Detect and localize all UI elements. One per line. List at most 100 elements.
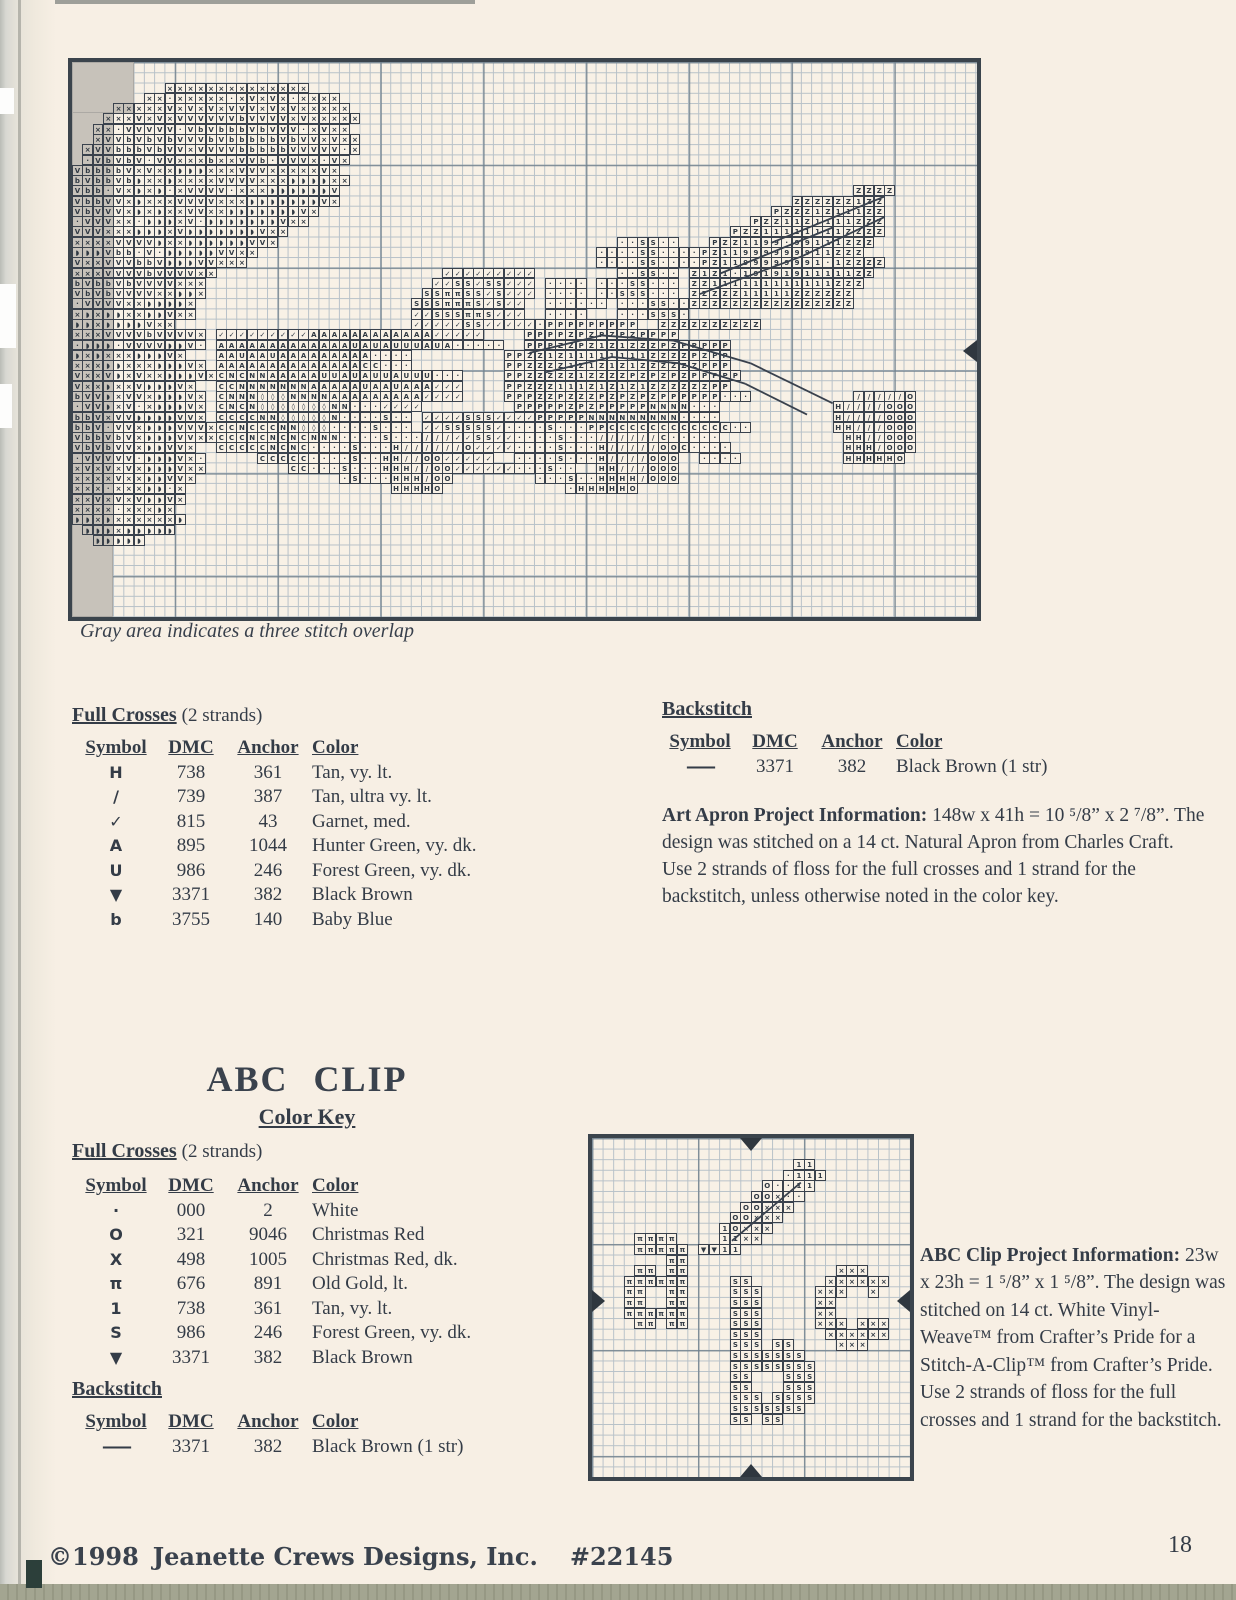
stitch-cell: ×: [143, 205, 155, 217]
stitch-cell: ·: [514, 442, 525, 454]
stitch-cell: Z: [822, 195, 834, 207]
stitch-cell: ◗: [267, 205, 279, 217]
stitch-cell: ·: [339, 442, 351, 454]
stitch-cell: Z: [822, 288, 834, 300]
stitch-cell: 1: [575, 349, 587, 361]
stitch-cell: ✓: [452, 452, 464, 464]
stitch-cell: H: [596, 442, 608, 454]
stitch-cell: ◗: [164, 390, 176, 402]
stitch-cell: ·: [133, 247, 145, 258]
apron-project-info-label: Art Apron Project Information:: [662, 804, 928, 826]
stitch-cell: ◊: [277, 390, 289, 402]
stitch-cell: V: [164, 473, 176, 485]
stitch-cell: Z: [524, 349, 536, 361]
stitch-cell: P: [709, 390, 721, 402]
stitch-cell: Z: [873, 257, 885, 269]
stitch-cell: ✓: [503, 432, 515, 443]
stitch-cell: ◗: [277, 185, 289, 197]
stitch-cell: ×: [92, 257, 104, 269]
stitch-cell: N: [267, 380, 279, 392]
stitch-cell: ·: [390, 421, 402, 433]
stitch-cell: Z: [688, 267, 700, 279]
stitch-cell: ✓: [431, 421, 443, 433]
stitch-cell: ·: [555, 421, 567, 433]
stitch-cell: P: [565, 411, 577, 423]
stitch-cell: ◗: [143, 421, 155, 433]
stitch-cell: ×: [329, 103, 340, 114]
stitch-cell: ×: [164, 205, 176, 217]
stitch-cell: 1: [812, 267, 824, 279]
stitch-cell: S: [772, 1403, 784, 1415]
stitch-cell: C: [236, 411, 248, 423]
stitch-cell: ×: [287, 216, 299, 228]
stitch-cell: N: [308, 390, 320, 402]
stitch-cell: /: [863, 401, 875, 413]
stitch-cell: ×: [308, 92, 320, 104]
stitch-cell: ×: [92, 267, 104, 279]
stitch-cell: O: [894, 432, 906, 443]
stitch-cell: V: [174, 144, 186, 156]
stitch-cell: ×: [143, 514, 155, 526]
stitch-cell: 1: [565, 380, 577, 392]
stitch-cell: ·: [596, 298, 608, 310]
stitch-cell: V: [72, 442, 83, 454]
stitch-cell: Z: [832, 195, 844, 207]
stitch-cell: 1: [740, 277, 752, 289]
stitch-cell: 1: [791, 216, 803, 228]
stitch-cell: ×: [857, 1328, 869, 1340]
stitch-cell: N: [257, 380, 268, 392]
stitch-cell: S: [761, 1413, 773, 1425]
stitch-cell: ·: [359, 432, 371, 443]
stitch-cell: V: [185, 411, 196, 423]
stitch-cell: ·: [267, 154, 279, 166]
stitch-cell: A: [349, 360, 361, 371]
stitch-cell: C: [257, 432, 268, 443]
stitch-cell: V: [143, 236, 155, 248]
stitch-cell: ×: [236, 82, 248, 94]
stitch-cell: ×: [857, 1318, 869, 1330]
stitch-cell: ×: [195, 277, 207, 289]
abc-clip-title: ABC CLIP: [206, 1059, 408, 1099]
stitch-cell: ×: [143, 370, 155, 382]
stitch-cell: Z: [534, 390, 546, 402]
stitch-cell: ×: [277, 92, 289, 104]
stitch-cell: ◗: [92, 349, 104, 361]
stitch-cell: ×: [825, 1328, 837, 1340]
scan-edge-top: [55, 0, 475, 4]
stitch-cell: O: [751, 1201, 763, 1213]
stitch-cell: ×: [329, 164, 340, 176]
stitch-cell: S: [472, 319, 484, 330]
stitch-cell: V: [154, 113, 166, 125]
stitch-cell: ·: [709, 432, 721, 443]
stitch-cell: ◗: [308, 195, 320, 207]
stitch-cell: H: [616, 483, 628, 495]
stitch-cell: ✓: [514, 298, 525, 310]
stitch-cell: ×: [835, 1318, 847, 1330]
stitch-cell: ✓: [442, 267, 453, 279]
stitch-cell: V: [329, 144, 340, 156]
stitch-cell: π: [676, 1275, 688, 1287]
stitch-cell: S: [472, 421, 484, 433]
stitch-cell: /: [400, 452, 412, 464]
stitch-cell: V: [113, 329, 124, 341]
stitch-cell: V: [277, 216, 289, 228]
stitch-cell: A: [308, 370, 320, 382]
stitch-cell: ·: [565, 462, 577, 474]
stitch-cell: V: [267, 113, 279, 125]
stitch-cell: Z: [586, 329, 597, 341]
stitch-cell: ✓: [452, 432, 464, 443]
stitch-cell: ◗: [143, 411, 155, 423]
stitch-cell: ·: [565, 277, 577, 289]
stitch-cell: A: [329, 339, 340, 351]
stitch-cell: V: [174, 452, 186, 464]
stitch-cell: H: [596, 452, 608, 464]
stitch-cell: ·: [524, 432, 536, 443]
stitch-cell: P: [668, 390, 680, 402]
stitch-cell: ×: [835, 1328, 847, 1340]
stitch-cell: ·: [339, 411, 351, 423]
stitch-cell: H: [411, 473, 423, 485]
stitch-cell: ·: [318, 462, 330, 474]
stitch-cell: 1: [596, 380, 608, 392]
stitch-cell: ×: [102, 411, 114, 423]
stitch-cell: ◗: [133, 349, 145, 361]
